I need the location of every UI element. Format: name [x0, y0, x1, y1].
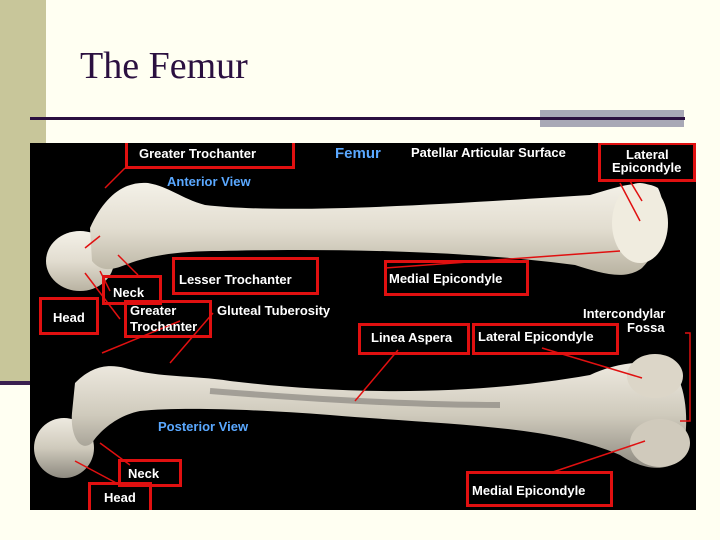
label-greater-trochanter-mid-1: Greater	[130, 303, 177, 318]
label-greater-trochanter-mid-2: Trochanter	[130, 319, 198, 334]
callout-box-head-bottom	[88, 482, 152, 510]
callout-box-greater-trochanter-mid	[124, 300, 212, 338]
label-medial-epicondyle-bottom: Medial Epicondyle	[472, 483, 586, 498]
label-intercondylar-fossa-2: Fossa	[627, 320, 665, 335]
callout-box-head-top	[39, 297, 99, 335]
callout-box-lateral-epicondyle-top	[598, 143, 696, 182]
callout-box-greater-trochanter-top	[125, 143, 295, 169]
figure-heading: Femur	[335, 145, 381, 162]
callout-box-medial-epicondyle-bottom	[466, 471, 613, 507]
label-lateral-epicondyle-top-1: Lateral	[626, 147, 669, 162]
posterior-femur-bone	[34, 354, 690, 478]
femur-illustration	[34, 167, 691, 486]
label-linea-aspera: Linea Aspera	[371, 330, 453, 345]
callout-box-medial-epicondyle-top	[384, 260, 529, 296]
label-lateral-epicondyle-top-2: Epicondyle	[612, 160, 682, 175]
label-neck-top: Neck	[113, 285, 145, 300]
label-gluteal-tuberosity: Gluteal Tuberosity	[217, 303, 331, 318]
label-patellar-articular-surface: Patellar Articular Surface	[411, 145, 566, 160]
label-lesser-trochanter: Lesser Trochanter	[179, 272, 292, 287]
sidebar-accent-line	[0, 381, 32, 385]
posterior-view-label: Posterior View	[158, 419, 249, 434]
label-greater-trochanter-top: Greater Trochanter	[139, 146, 257, 161]
callout-box-neck-top	[102, 275, 162, 305]
title-rule	[30, 117, 685, 120]
label-head-top: Head	[53, 310, 85, 325]
label-neck-bottom: Neck	[128, 466, 160, 481]
label-lateral-epicondyle-mid: Lateral Epicondyle	[478, 329, 594, 344]
callout-box-lesser-trochanter	[172, 257, 319, 295]
label-head-bottom: Head	[104, 490, 136, 505]
callout-box-linea-aspera	[358, 323, 470, 355]
femur-figure: Greater Trochanter Femur Patellar Articu…	[30, 143, 696, 510]
label-medial-epicondyle-top: Medial Epicondyle	[389, 271, 503, 286]
anterior-femur-bone	[46, 182, 668, 291]
anterior-view-label: Anterior View	[167, 174, 251, 189]
callout-box-lateral-epicondyle-mid	[472, 323, 619, 355]
slide-title: The Femur	[80, 45, 248, 87]
label-intercondylar-fossa-1: Intercondylar	[583, 306, 666, 321]
